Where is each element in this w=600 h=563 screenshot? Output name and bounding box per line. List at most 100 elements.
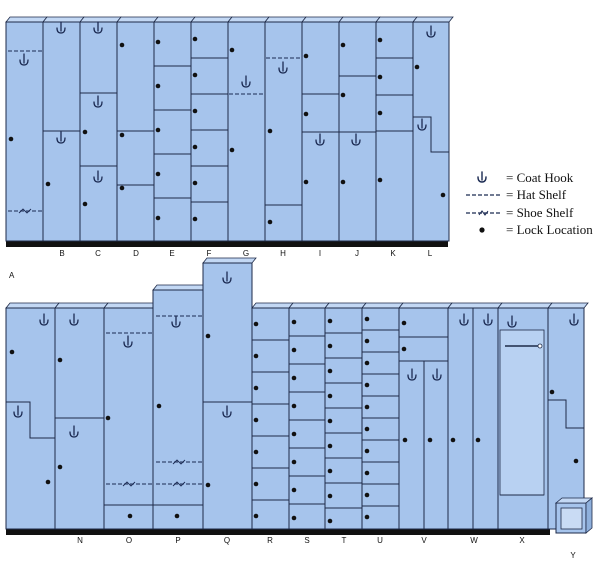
locker-top-3 xyxy=(116,16,159,242)
lock-dot-icon xyxy=(119,42,125,48)
locker-top xyxy=(412,16,454,23)
lock-dot-icon xyxy=(303,179,309,185)
locker-top-4 xyxy=(153,16,196,242)
legend-hat-shelf: = Hat Shelf xyxy=(462,187,566,203)
locker-top xyxy=(338,16,381,23)
locker-label-s: S xyxy=(304,536,309,545)
lock-dot-icon xyxy=(327,393,333,399)
lock-dot-icon xyxy=(414,64,420,70)
lock-dot-icon xyxy=(57,464,63,470)
lock-dot-icon xyxy=(327,468,333,474)
lock-dot-icon xyxy=(253,481,259,487)
lock-dot-icon xyxy=(377,110,383,116)
locker-top-8 xyxy=(301,16,344,242)
locker-top-1 xyxy=(42,16,85,242)
locker-top xyxy=(202,257,257,264)
lock-dot-icon xyxy=(119,132,125,138)
coat-hook-icon xyxy=(477,171,487,183)
lock-dot-icon xyxy=(192,36,198,42)
hat-shelf-icon xyxy=(466,194,500,196)
locker-top xyxy=(153,16,196,23)
locker-bottom-12 xyxy=(547,302,589,530)
cube-y-side xyxy=(585,497,593,534)
locker-top xyxy=(79,16,122,23)
lock-dot-icon xyxy=(82,129,88,135)
locker-label-w: W xyxy=(470,536,478,545)
locker-top xyxy=(361,302,404,309)
lock-dot-icon xyxy=(573,458,579,464)
lock-dot-icon xyxy=(192,180,198,186)
locker-label-i: I xyxy=(319,249,321,258)
locker-label-d: D xyxy=(133,249,139,258)
locker-label-u: U xyxy=(377,536,383,545)
locker-top xyxy=(398,302,453,309)
lock-dot-icon xyxy=(364,316,370,322)
lock-dot-icon xyxy=(155,215,161,221)
locker-top-10 xyxy=(375,16,418,242)
lock-dot-icon xyxy=(174,513,180,519)
legend-shoe-shelf: = Shoe Shelf xyxy=(462,205,573,221)
locker-label-r: R xyxy=(267,536,273,545)
lock-dot-icon xyxy=(192,144,198,150)
locker-top-2 xyxy=(79,16,122,242)
locker-label-t: T xyxy=(342,536,347,545)
shoe-shelf-icon xyxy=(122,481,136,487)
lock-dot-icon xyxy=(229,47,235,53)
locker-top xyxy=(447,302,503,309)
locker-label-x: X xyxy=(519,536,525,545)
lock-dot-icon xyxy=(327,518,333,524)
locker-label-l: L xyxy=(428,249,433,258)
locker-top xyxy=(375,16,418,23)
lock-dot-icon xyxy=(303,53,309,59)
lock-dot-icon xyxy=(364,492,370,498)
locker-label-n: N xyxy=(77,536,83,545)
locker-top-5 xyxy=(190,16,233,242)
locker-top-9 xyxy=(338,16,381,242)
locker-top-7 xyxy=(264,16,307,242)
locker-label-h: H xyxy=(280,249,286,258)
lock-dot-icon xyxy=(327,318,333,324)
locker-label-f: F xyxy=(207,249,212,258)
locker-top xyxy=(54,302,109,309)
locker-top xyxy=(42,16,85,23)
lock-dot-icon xyxy=(291,515,297,521)
locker-body xyxy=(227,21,266,242)
lock-dot-icon xyxy=(402,437,408,443)
lock-dot-icon xyxy=(155,83,161,89)
locker-top xyxy=(190,16,233,23)
lock-dot-icon xyxy=(192,216,198,222)
step-divider xyxy=(548,399,584,429)
lock-dot-icon xyxy=(291,487,297,493)
legend-coat-hook: = Coat Hook xyxy=(462,170,573,186)
legend-lock-text: = Lock Location xyxy=(506,222,593,237)
lock-dot-icon xyxy=(377,177,383,183)
lock-dot-icon xyxy=(327,343,333,349)
lock-dot-icon xyxy=(253,321,259,327)
lock-dot-icon xyxy=(291,319,297,325)
lock-dot-icon xyxy=(291,403,297,409)
shoe-shelf-icon xyxy=(172,481,186,487)
lock-dot-icon xyxy=(303,111,309,117)
locker-body xyxy=(288,307,326,530)
locker-label-c: C xyxy=(95,249,101,258)
locker-bottom-5 xyxy=(251,302,294,530)
lock-dot-icon xyxy=(8,136,14,142)
base-plinth xyxy=(6,529,550,535)
lock-dot-icon xyxy=(364,448,370,454)
locker-top xyxy=(251,302,294,309)
lock-dot-icon xyxy=(291,347,297,353)
locker-row-top xyxy=(5,16,454,247)
figure-label-a: A xyxy=(9,271,15,280)
lock-dot-icon xyxy=(253,417,259,423)
lock-dot-icon xyxy=(340,92,346,98)
lock-dot-icon xyxy=(45,479,51,485)
lock-dot-icon xyxy=(327,443,333,449)
lock-dot-icon xyxy=(267,219,273,225)
lock-dot-icon xyxy=(253,449,259,455)
locker-body xyxy=(251,307,290,530)
lock-dot-icon xyxy=(57,357,63,363)
lock-dot-icon xyxy=(155,171,161,177)
lock-dot-icon xyxy=(327,493,333,499)
